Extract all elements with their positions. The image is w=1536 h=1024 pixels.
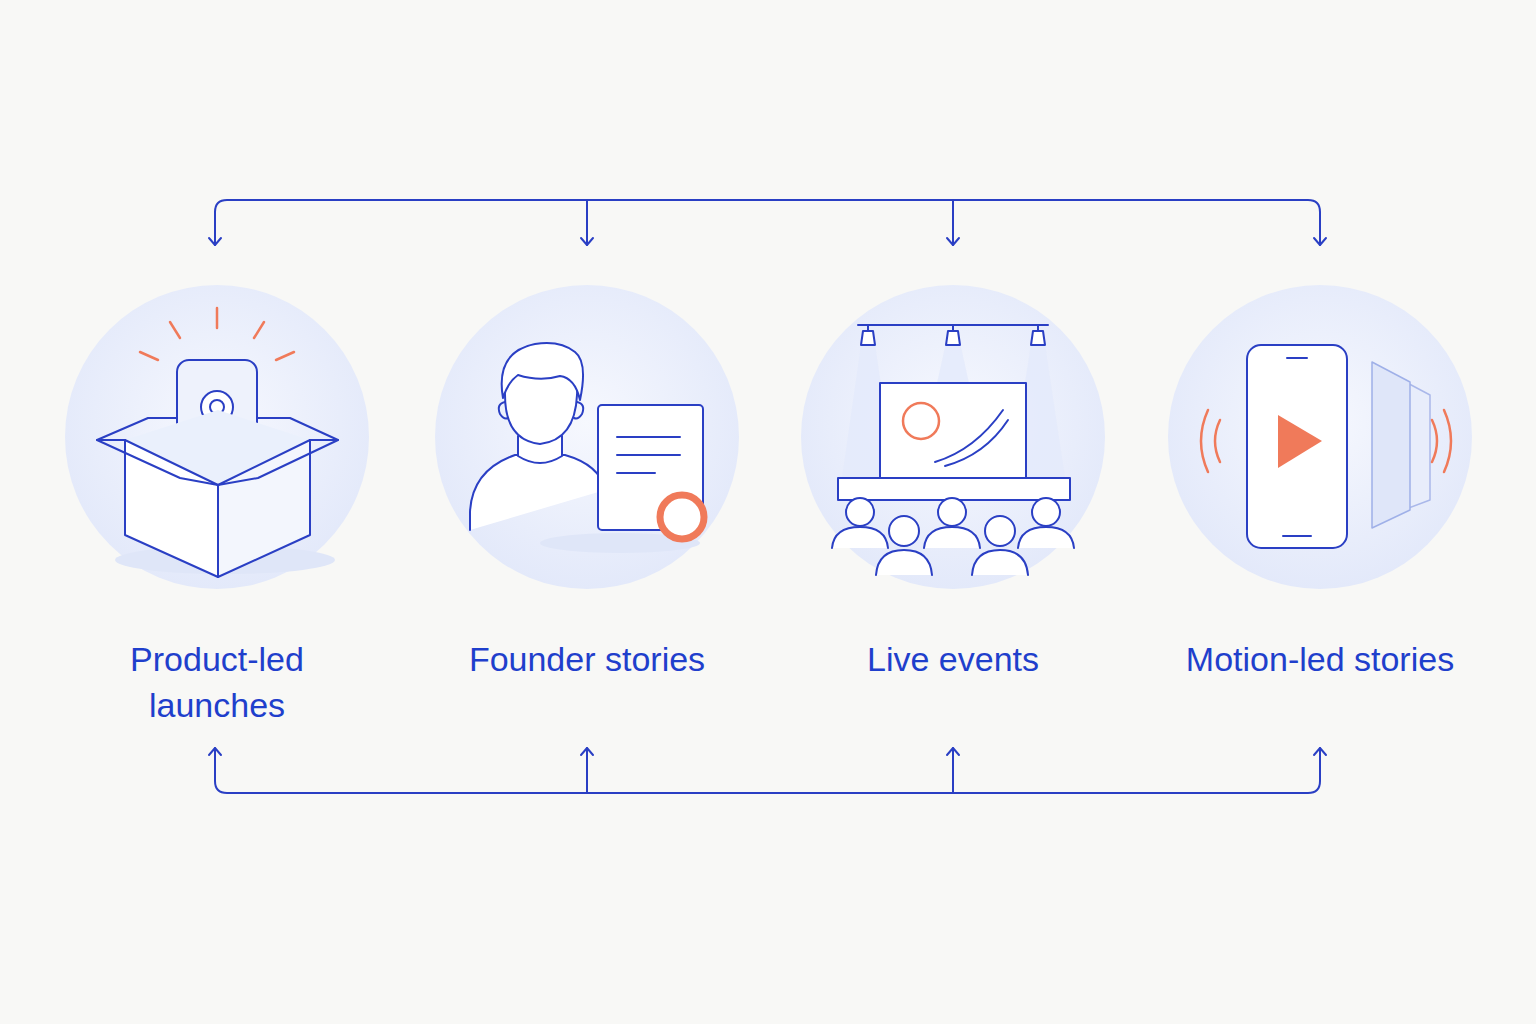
icon-circle-node: Motion-led stories [1110, 282, 1530, 752]
node-label: Live events [753, 636, 1153, 682]
node-label: Product-led launches [82, 636, 352, 728]
node-circle-shape [377, 282, 797, 592]
icon-circle-node: Product-led launches [7, 282, 427, 752]
node-circle-shape [1110, 282, 1530, 592]
founder-icon [470, 343, 704, 553]
background-circle [435, 285, 739, 589]
icon-circle-node: Live events [743, 282, 1163, 752]
icon-circle-node: Founder stories [377, 282, 797, 752]
box-icon [97, 308, 338, 577]
bottom-bracket [209, 748, 1326, 793]
background-circle [801, 285, 1105, 589]
node-label: Motion-led stories [1120, 636, 1520, 682]
background-circle [65, 285, 369, 589]
node-circle-shape [7, 282, 427, 592]
stage-icon [832, 325, 1074, 575]
top-bracket [209, 200, 1326, 245]
background-circle [1168, 285, 1472, 589]
phone-icon [1201, 345, 1451, 548]
node-label: Founder stories [387, 636, 787, 682]
node-circle-shape [743, 282, 1163, 592]
